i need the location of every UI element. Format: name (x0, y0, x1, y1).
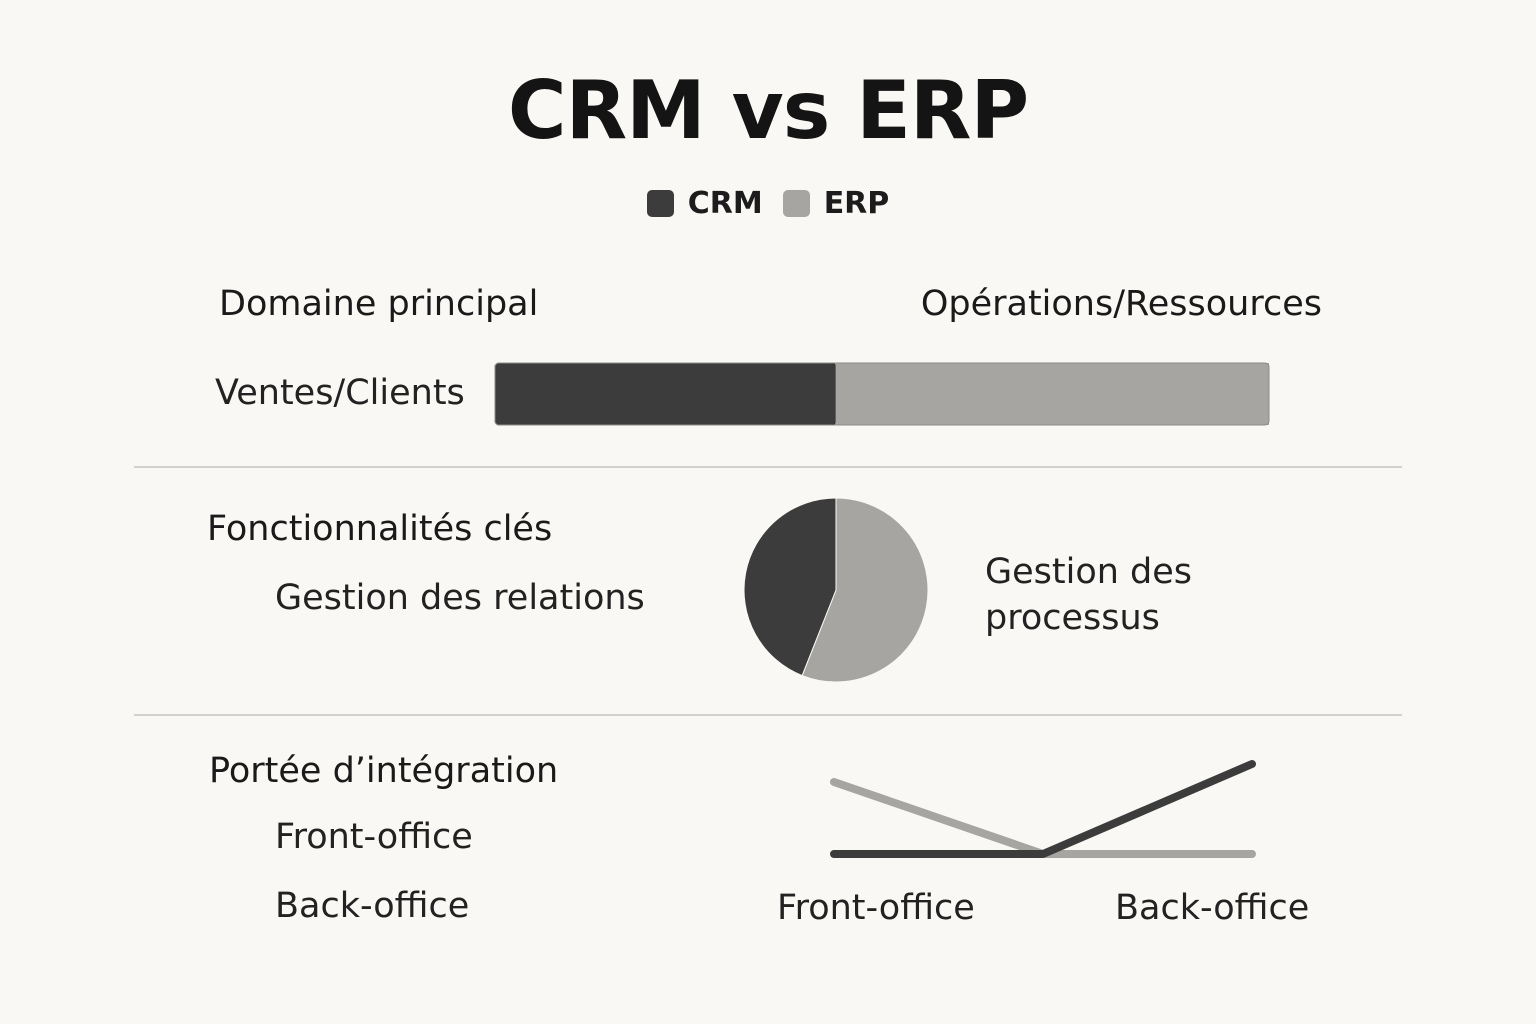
features-crm-label: Gestion des relations (275, 578, 645, 618)
line-series-crm (830, 760, 1256, 858)
features-erp-label-line2: processus (985, 598, 1160, 638)
legend-swatch-crm (646, 190, 674, 217)
section-divider-2 (134, 714, 1402, 716)
bar-segment-crm (494, 362, 837, 426)
domain-erp-label: Opérations/Ressources (920, 284, 1322, 324)
chart-title: CRM vs ERP (507, 64, 1029, 157)
features-erp-label-line1: Gestion des (985, 552, 1193, 592)
pie-slice-crm (743, 497, 837, 677)
section-divider-1 (134, 466, 1402, 468)
line-chart (830, 760, 1256, 858)
integration-item-front-office: Front-office (275, 817, 473, 857)
legend-item-crm: CRM (646, 186, 763, 221)
bar-segment-erp (835, 363, 1269, 425)
domain-heading: Domaine principal (219, 284, 539, 324)
legend-swatch-erp (782, 190, 810, 217)
integration-heading: Portée d’intégration (209, 751, 559, 791)
integration-item-back-office: Back-office (275, 886, 470, 926)
pie-slice-erp (801, 497, 929, 683)
legend-label-crm: CRM (687, 186, 763, 221)
legend-item-erp: ERP (782, 186, 890, 221)
bar-outline (494, 362, 1270, 426)
domain-crm-label: Ventes/Clients (215, 373, 465, 413)
stacked-bar-chart (494, 362, 1270, 426)
line-x-label-back-office: Back-office (1115, 888, 1310, 928)
line-x-label-front-office: Front-office (777, 888, 975, 928)
features-heading: Fonctionnalités clés (207, 509, 553, 549)
legend-label-erp: ERP (823, 186, 890, 221)
pie-chart (743, 497, 929, 683)
legend: CRM ERP (0, 186, 1536, 221)
